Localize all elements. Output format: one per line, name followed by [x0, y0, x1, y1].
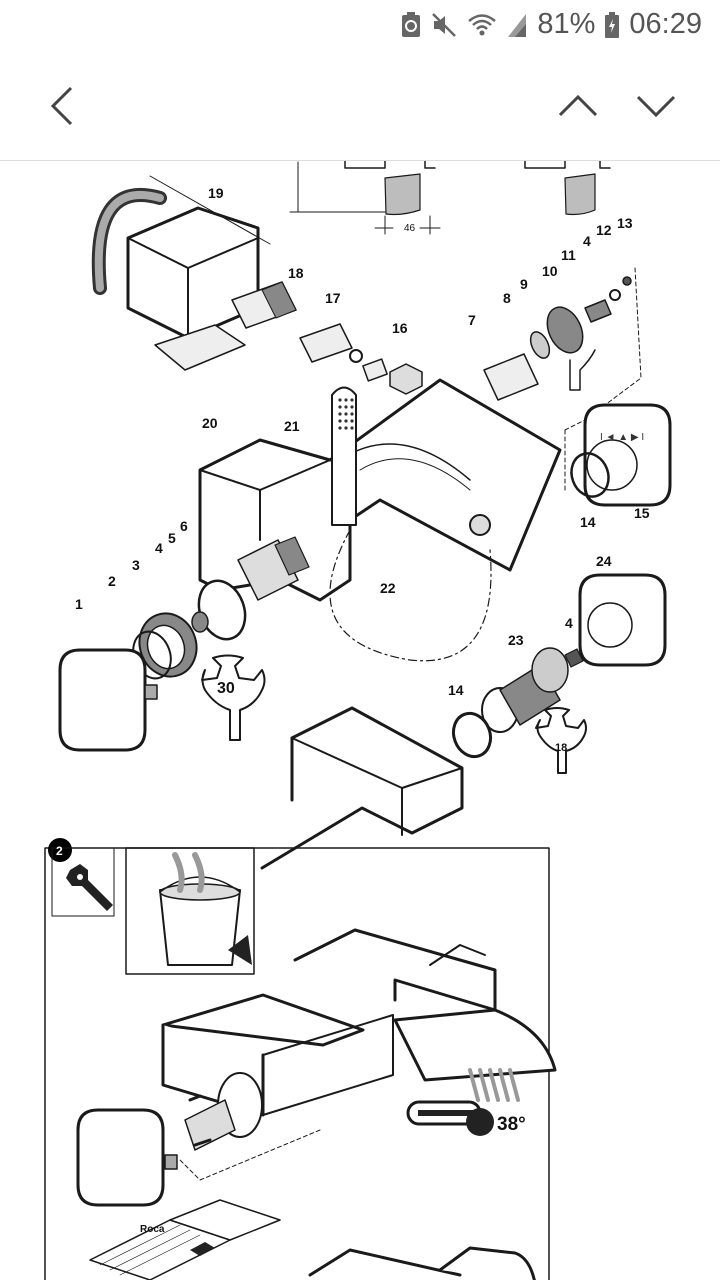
callout-23: 23: [508, 632, 524, 648]
exploded-diagram: I ◄ ▲ ▶ I: [44, 161, 672, 1280]
callout-3: 3: [132, 557, 140, 573]
wrench-size-30: 30: [217, 680, 235, 697]
dimension-label: 46: [404, 223, 416, 234]
battery-percent: 81%: [537, 8, 596, 40]
wrench-tool-icon: [66, 864, 113, 911]
callout-5: 5: [168, 530, 176, 546]
chevron-left-icon: [50, 86, 73, 126]
next-result-button[interactable]: [626, 76, 686, 136]
callout-24: 24: [596, 553, 612, 569]
callout-6: 6: [180, 518, 188, 534]
bucket-illustration: [159, 852, 252, 966]
temperature-label: 38°: [497, 1114, 526, 1135]
recycle-notification-icon: [402, 11, 421, 37]
clock: 06:29: [629, 8, 702, 40]
status-icons: 81% 06:29: [401, 8, 702, 41]
left-cartridge-stack: [58, 536, 310, 752]
part-24-knob: [578, 573, 667, 667]
callout-16: 16: [392, 320, 408, 336]
top-partial-faucet-views: [289, 161, 611, 235]
callout-11: 11: [561, 247, 576, 263]
svg-text:I ◄ ▲ ▶ I: I ◄ ▲ ▶ I: [600, 432, 644, 443]
part-16-nut: [362, 358, 423, 395]
callout-17: 17: [325, 290, 341, 306]
callout-19: 19: [208, 185, 224, 201]
wrench-30-icon: [201, 654, 266, 741]
wrench-18-icon: [535, 707, 587, 774]
callout-12: 12: [596, 222, 612, 238]
callout-21: 21: [284, 418, 300, 434]
callout-4-right: 4: [565, 615, 573, 631]
brand-label: Roca: [140, 1224, 165, 1235]
document-viewer[interactable]: I ◄ ▲ ▶ I: [0, 161, 720, 1280]
callout-15: 15: [634, 505, 650, 521]
battery-charging-icon: [605, 11, 620, 38]
part-15-knob: I ◄ ▲ ▶ I: [564, 403, 672, 507]
instruction-booklet-illustration: [89, 1199, 281, 1280]
callout-13: 13: [617, 215, 633, 231]
callout-10: 10: [542, 263, 558, 279]
callout-8: 8: [503, 290, 511, 306]
figure-2-lower-partial: [308, 1246, 536, 1280]
callout-14-lower: 14: [448, 682, 464, 698]
signal-icon: [508, 13, 527, 37]
callout-2: 2: [108, 573, 116, 589]
part-23-cartridge: [481, 647, 584, 733]
thermometer-icon: [406, 1100, 494, 1136]
figure-2-mixer: [76, 928, 557, 1207]
callout-20: 20: [202, 415, 218, 431]
wifi-icon: [468, 13, 497, 35]
app-bar: [0, 50, 720, 161]
part-14-o-ring: [451, 711, 493, 759]
part-21-hand-shower: [329, 386, 492, 662]
part-17-valve: [299, 323, 363, 363]
callout-14-upper: 14: [580, 514, 596, 530]
callout-9: 9: [520, 276, 528, 292]
callout-4-left: 4: [155, 540, 163, 556]
chevron-up-icon: [558, 94, 598, 117]
right-cartridge-stack: [483, 267, 642, 409]
callout-1: 1: [75, 596, 83, 612]
part-18-fitting: [231, 281, 297, 329]
chevron-down-icon: [636, 95, 676, 118]
callout-22: 22: [380, 580, 396, 596]
status-bar: 81% 06:29: [0, 0, 720, 50]
previous-result-button[interactable]: [548, 76, 608, 136]
step-number: 2: [56, 844, 63, 858]
mute-icon: [432, 12, 457, 37]
callout-18: 18: [288, 265, 304, 281]
bottom-partial-mixer: [260, 706, 464, 870]
part-19-handle-assembly: [91, 175, 271, 371]
callout-4-top: 4: [583, 233, 591, 249]
back-button[interactable]: [32, 76, 92, 136]
callout-7: 7: [468, 312, 476, 328]
wrench-size-18: 18: [555, 742, 567, 754]
